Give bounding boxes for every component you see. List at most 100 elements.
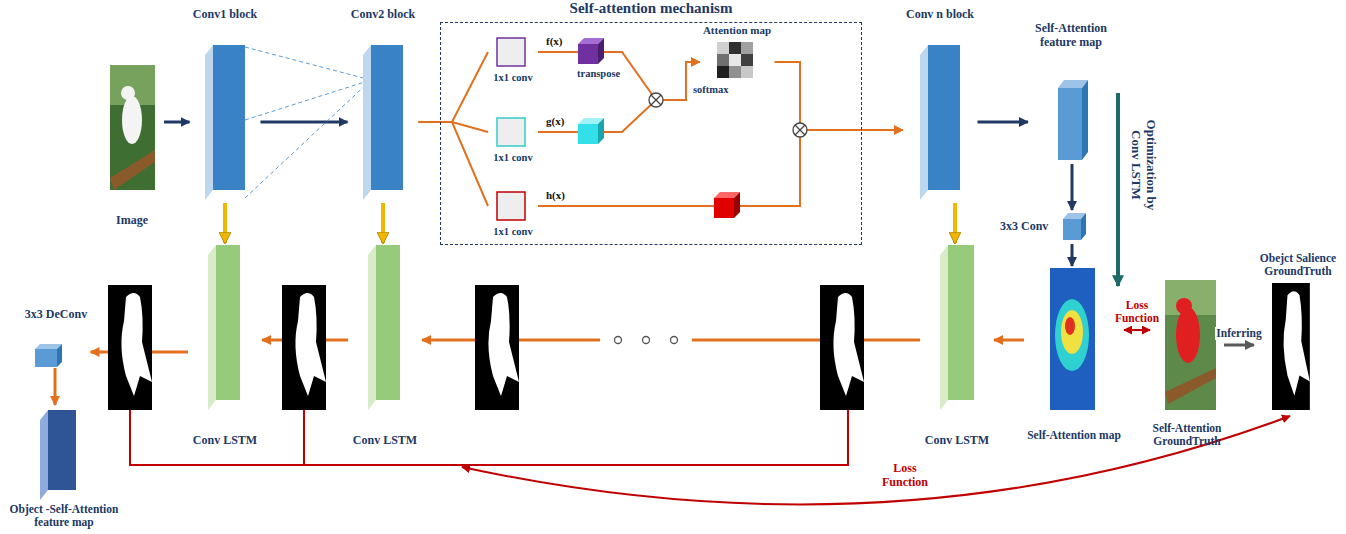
conv-square	[497, 38, 525, 66]
output-feature-map: Object -Self-Attention feature map	[4, 405, 124, 529]
conv-box: 1x1 conv	[488, 190, 538, 238]
slab-side	[363, 45, 371, 200]
node-label: Self-Attention feature map	[1028, 22, 1114, 50]
loss-curve	[462, 416, 1290, 504]
mask-image	[475, 285, 519, 410]
arrow-connector	[953, 203, 957, 243]
attention-map-image: Self-Attention map	[1024, 266, 1124, 442]
slab-side	[920, 45, 928, 200]
cube-side	[598, 38, 604, 64]
node-label: Attention map	[703, 24, 771, 37]
grid-cell	[741, 66, 753, 78]
slab-side	[368, 245, 376, 410]
multiply-cross	[795, 125, 805, 135]
grid-cell	[729, 42, 741, 54]
heat-zone	[1065, 317, 1075, 335]
node-label: 1x1 conv	[493, 72, 532, 84]
cube-side	[1081, 213, 1086, 240]
conv-layer: 3x3 Conv	[1000, 210, 1090, 244]
slab-front	[928, 45, 960, 190]
grid-cell	[717, 54, 729, 66]
loss-bracket	[130, 410, 848, 465]
photo	[110, 65, 155, 190]
conv-box: 1x1 conv	[488, 116, 538, 164]
arrow-connector	[994, 339, 1024, 342]
node-label: Self-Attention GroundTruth	[1150, 422, 1224, 448]
multiply-cross	[651, 95, 661, 105]
photo-part	[1165, 280, 1216, 315]
edge-label: Inferring	[1215, 327, 1262, 340]
arrow-connector	[381, 203, 385, 243]
arrow-connector	[538, 52, 700, 100]
optimization-label: Optimization by Conv LSTM	[1128, 109, 1158, 221]
arrow-connector	[164, 121, 190, 124]
node-label: 1x1 conv	[493, 152, 532, 164]
conv-lstm: Conv LSTM	[188, 243, 262, 448]
receptive-line	[245, 47, 371, 80]
arrow-connector	[978, 121, 1029, 124]
slab-side	[205, 45, 213, 200]
conv-square	[497, 192, 525, 220]
block-front	[48, 410, 76, 490]
feature-map: Self-Attention feature map	[1028, 22, 1114, 164]
loss-label: Loss Function	[878, 462, 932, 490]
grid-cell	[717, 42, 729, 54]
arrow-connector	[1124, 329, 1150, 331]
optimization-arrow	[1116, 93, 1120, 286]
bird-head	[1176, 298, 1192, 314]
conv-lstm: Conv LSTM	[348, 243, 422, 448]
node-label: Obejct Salience GroundTruth	[1254, 252, 1342, 278]
node-label: Self-attention mechanism	[570, 0, 733, 17]
branch	[1165, 368, 1216, 404]
deconv-layer: 3x3 DeConv	[22, 308, 91, 368]
slab-front	[216, 245, 240, 400]
conv-box: 1x1 conv	[488, 36, 538, 84]
cube-side	[57, 344, 62, 367]
arrow-connector	[775, 62, 903, 130]
node-label: 3x3 Conv	[1000, 220, 1048, 234]
cube-side	[734, 192, 740, 218]
block-side	[40, 410, 48, 500]
conv-lstm: Conv LSTM	[920, 243, 994, 448]
cube-front	[35, 349, 57, 367]
slab-side	[208, 245, 216, 410]
arrow-connector	[261, 121, 348, 124]
loss-bracket	[303, 410, 305, 465]
node-label: 1x1 conv	[493, 226, 532, 238]
cube-front	[578, 124, 598, 144]
cube-front	[1063, 219, 1081, 240]
cube-front	[714, 198, 734, 218]
node-label: Object -Self-Attention feature map	[4, 503, 124, 529]
node-label: Image	[116, 214, 148, 228]
arrow-connector	[1224, 344, 1254, 347]
mask-image	[820, 285, 864, 410]
cube-front	[578, 44, 598, 64]
slab-front	[213, 45, 245, 190]
arrow-connector	[419, 52, 489, 122]
heatmap	[1050, 268, 1095, 410]
node-label: Conv LSTM	[353, 434, 417, 448]
node-label: 3x3 DeConv	[25, 308, 87, 322]
receptive-line	[245, 80, 371, 198]
operation-label: transpose	[576, 68, 621, 80]
slab-front	[371, 45, 403, 190]
cube-side	[598, 118, 604, 144]
grid-cell	[729, 54, 741, 66]
ground-truth-image: Obejct Salience GroundTruth	[1254, 252, 1342, 412]
grid-cell	[717, 66, 729, 78]
arrow-connector	[419, 122, 489, 206]
conv-block: Conv2 block	[348, 8, 419, 203]
multiply-symbol	[793, 123, 807, 137]
function-label: f(x)	[545, 35, 564, 48]
heat-zone	[1061, 310, 1083, 354]
arrow-connector	[538, 62, 700, 132]
ellipsis-dot	[643, 337, 650, 344]
conv-block: Conv n block	[903, 8, 978, 203]
salience-map	[1272, 283, 1310, 410]
node-label: Conv2 block	[351, 8, 415, 22]
mask-image	[108, 285, 152, 410]
slab-front	[948, 245, 974, 400]
branch	[110, 150, 155, 190]
